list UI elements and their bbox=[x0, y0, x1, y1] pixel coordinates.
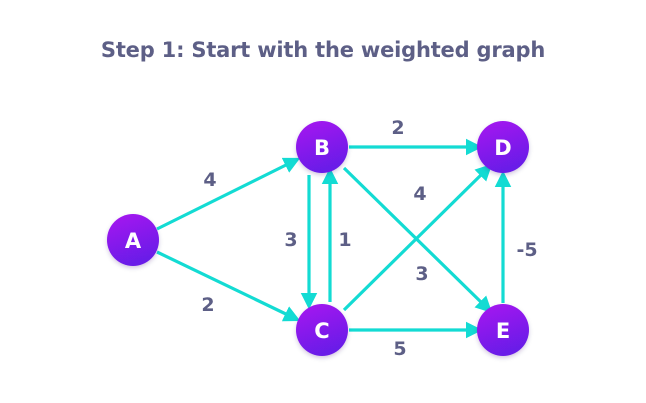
weight-label-c-d: 4 bbox=[413, 183, 426, 205]
weight-labels-layer: 4 2 3 1 2 3 4 5 -5 bbox=[201, 117, 537, 360]
page-title: Step 1: Start with the weighted graph bbox=[100, 38, 546, 62]
weight-label-c-b: 1 bbox=[338, 229, 351, 251]
graph-node-c[interactable]: C bbox=[296, 304, 348, 356]
edge-a-b bbox=[156, 157, 301, 231]
edge-a-c bbox=[156, 250, 301, 322]
edge-b-e bbox=[342, 166, 493, 314]
weight-label-a-c: 2 bbox=[201, 294, 214, 316]
graph-node-d[interactable]: D bbox=[477, 121, 529, 173]
graph-node-e[interactable]: E bbox=[477, 304, 529, 356]
weight-label-c-e: 5 bbox=[393, 338, 406, 360]
graph-node-a-label: A bbox=[125, 229, 142, 253]
weight-label-b-d: 2 bbox=[391, 117, 404, 139]
graph-node-b[interactable]: B bbox=[296, 121, 348, 173]
weight-label-e-d: -5 bbox=[516, 239, 537, 261]
graph-node-a[interactable]: A bbox=[107, 214, 159, 266]
weight-label-b-c: 3 bbox=[284, 229, 297, 251]
weight-label-b-e: 3 bbox=[415, 263, 428, 285]
graph-node-d-label: D bbox=[494, 136, 511, 160]
graph-node-e-label: E bbox=[496, 319, 510, 343]
graph-node-c-label: C bbox=[314, 319, 329, 343]
edge-c-d bbox=[342, 163, 493, 312]
weight-label-a-b: 4 bbox=[203, 169, 216, 191]
nodes-layer: A B C D E bbox=[107, 121, 529, 356]
edges-layer bbox=[156, 138, 512, 339]
graph-node-b-label: B bbox=[314, 136, 330, 160]
